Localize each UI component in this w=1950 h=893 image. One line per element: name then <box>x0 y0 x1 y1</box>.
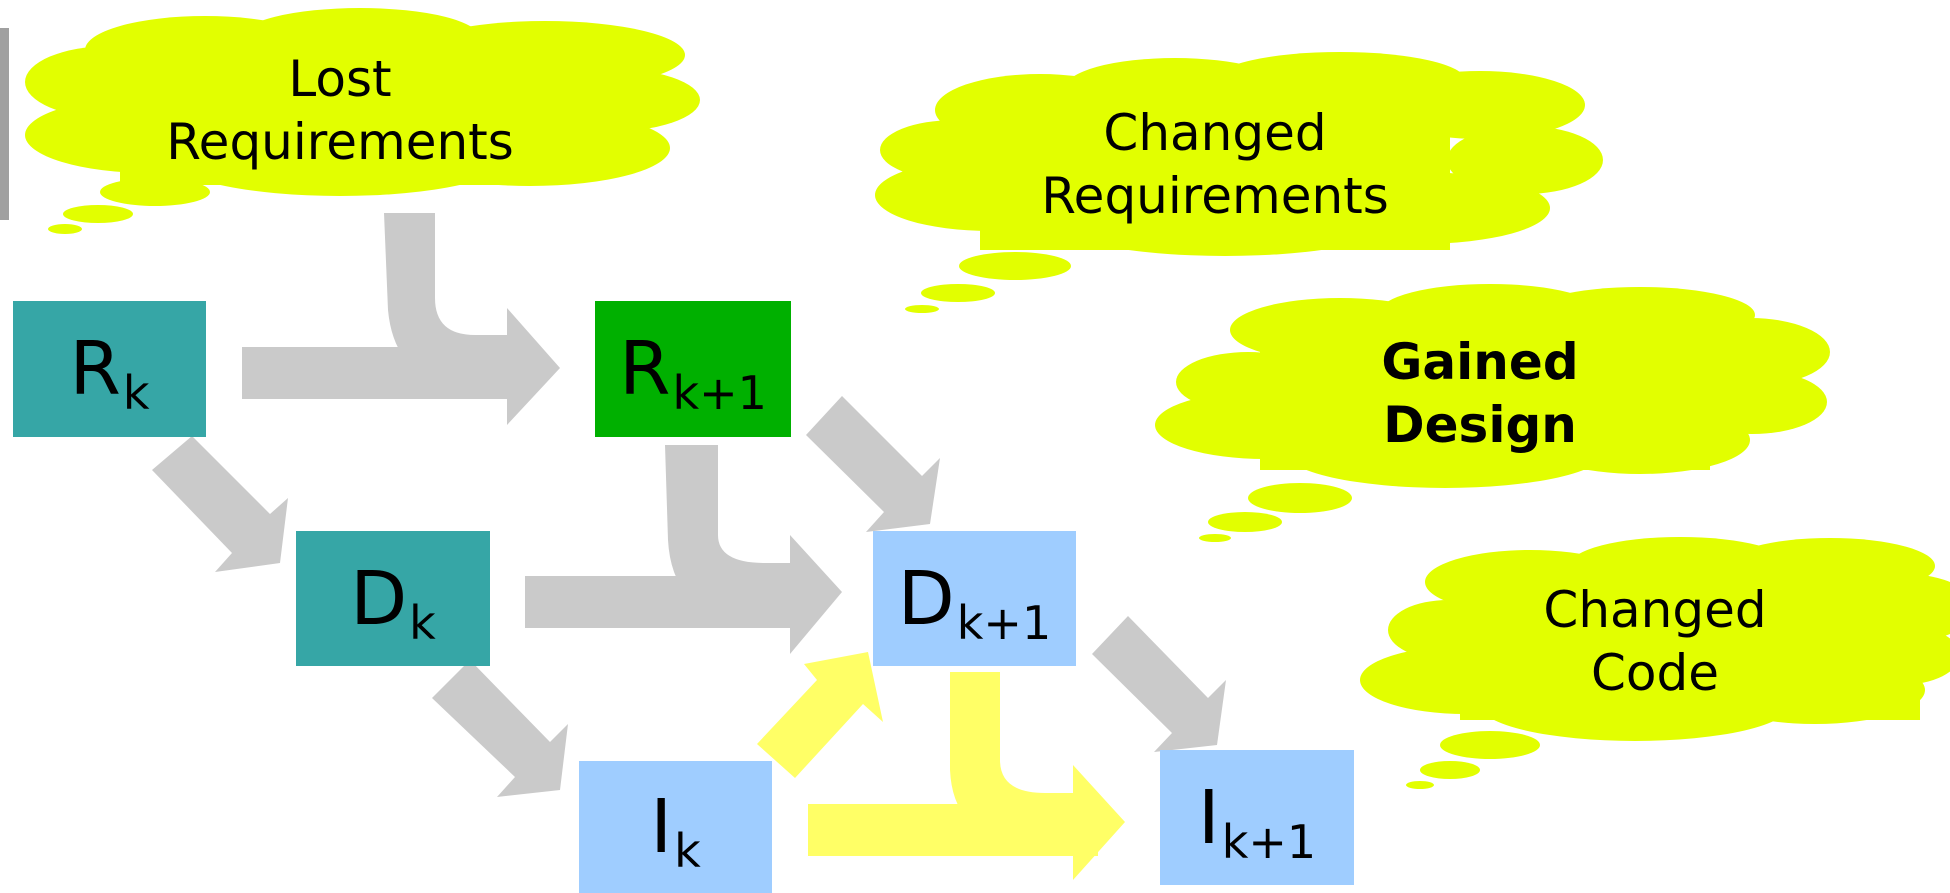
box-main-label: D <box>350 555 408 642</box>
arrow-rk1-to-dk1 <box>806 396 940 532</box>
cloud-line: Requirements <box>1041 167 1389 225</box>
cloud-line: Changed <box>1103 104 1327 162</box>
box-main-label: I <box>650 784 673 870</box>
cloud-line: Lost <box>288 50 392 108</box>
cloud-line: Requirements <box>166 113 514 171</box>
cloud-line: Changed <box>1543 581 1767 639</box>
box-subscript: k+1 <box>956 595 1052 650</box>
arrow-rk-to-dk <box>152 436 288 572</box>
cloud-line: Design <box>1383 396 1577 454</box>
cloud-lost-requirements <box>25 8 700 234</box>
box-r-k-bg <box>13 301 206 437</box>
box-subscript: k <box>674 824 701 878</box>
arrow-ik-to-dk1 <box>757 652 883 778</box>
box-d-k1-bg <box>873 531 1076 666</box>
arrow-dk-to-dk1 <box>525 576 795 628</box>
box-subscript: k <box>122 366 150 420</box>
box-i-k1-bg <box>1160 750 1354 885</box>
cloud-gained-design-text: Gained Design <box>1280 331 1680 457</box>
left-edge-bar <box>0 28 9 220</box>
box-d-k-bg <box>296 531 490 666</box>
cloud-line: Gained <box>1381 333 1579 391</box>
box-main-label: I <box>1197 774 1220 861</box>
box-subscript: k+1 <box>672 366 767 420</box>
cloud-gained-design <box>1155 284 1830 542</box>
gray-arrows <box>152 213 1226 797</box>
arrow-dk1-to-ik1 <box>1092 616 1226 752</box>
box-subscript: k+1 <box>1221 814 1317 869</box>
box-main-label: D <box>897 555 955 642</box>
box-i-k-bg <box>579 761 772 893</box>
box-main-label: R <box>69 326 121 412</box>
cloud-lost-requirements-text: Lost Requirements <box>140 48 540 174</box>
yellow-arrows <box>757 652 1125 880</box>
box-subscript: k <box>409 595 436 650</box>
arrow-rk-to-rk1 <box>242 347 520 399</box>
arrow-dk-to-ik <box>432 660 568 797</box>
box-r-k1-bg <box>595 301 791 437</box>
cloud-changed-code <box>1360 537 1950 789</box>
cloud-changed-requirements <box>875 52 1603 313</box>
cloud-changed-code-text: Changed Code <box>1490 579 1820 705</box>
box-main-label: R <box>619 326 671 412</box>
cloud-line: Code <box>1590 644 1719 702</box>
cloud-changed-requirements-text: Changed Requirements <box>1015 102 1415 228</box>
arrow-ik-to-ik1 <box>808 804 1098 856</box>
